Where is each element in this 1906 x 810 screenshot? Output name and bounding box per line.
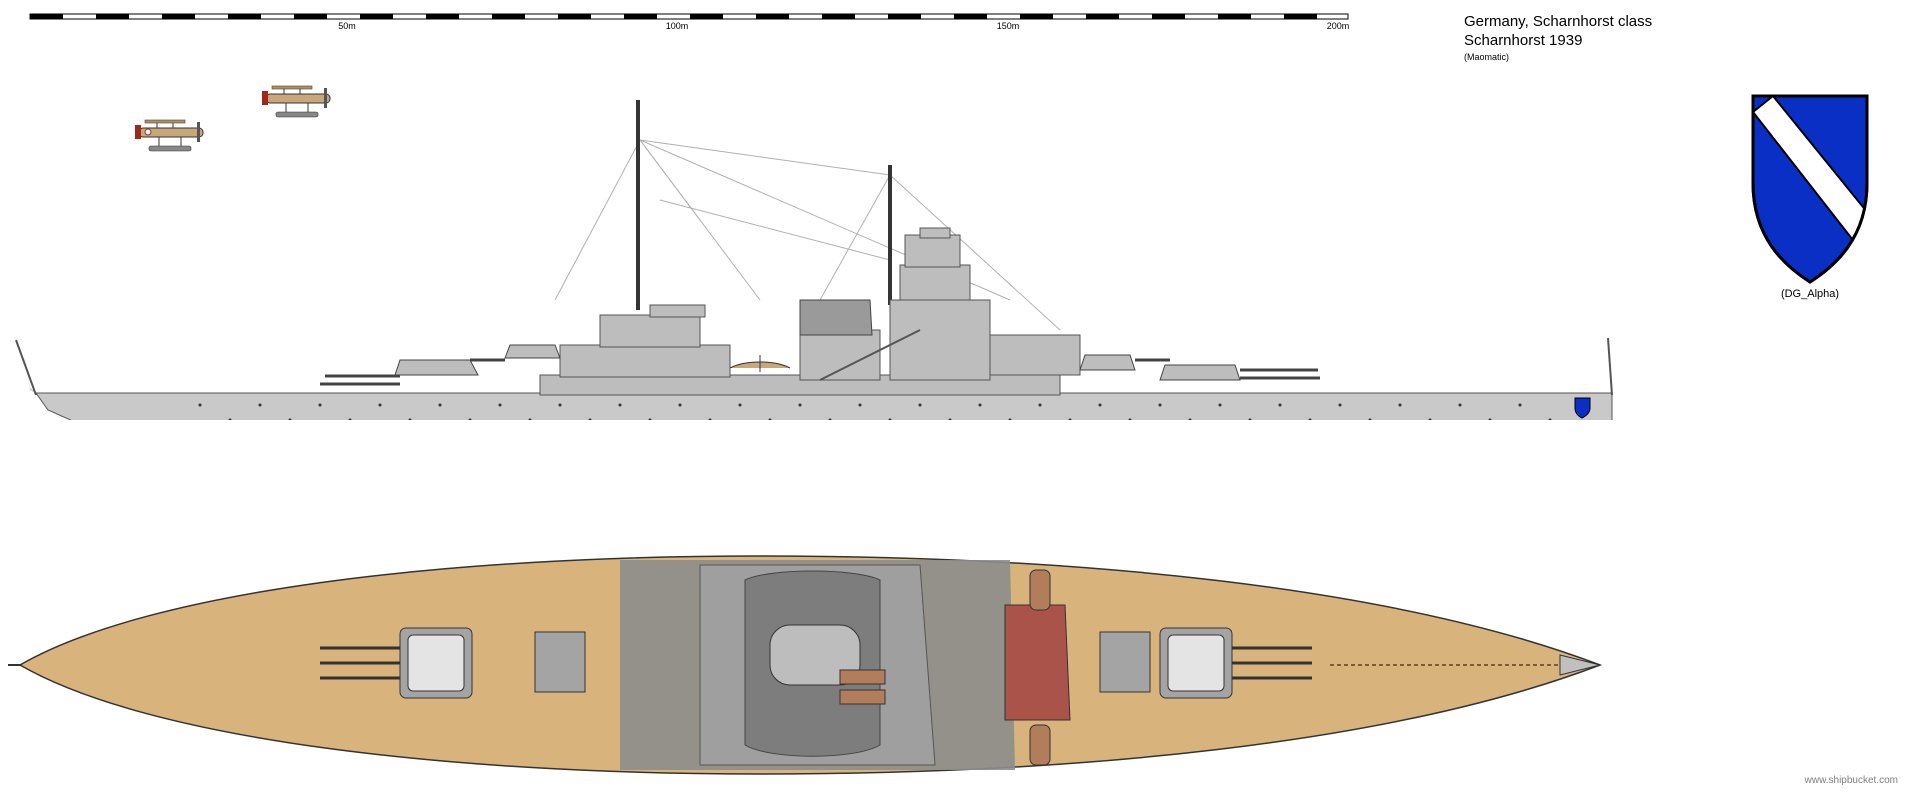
scale-bar — [29, 13, 1349, 20]
title-country-class: Germany, Scharnhorst class — [1464, 13, 1653, 30]
drawing-canvas: 50m 100m 150m 200m Germany, Scharnhorst … — [8, 12, 1898, 786]
title-ship-year: Scharnhorst 1939 — [1464, 32, 1583, 49]
scale-label-50: 50m — [338, 21, 356, 31]
scale-label-200: 200m — [1326, 21, 1350, 31]
watermark: www.shipbucket.com — [1804, 775, 1898, 786]
crest-icon — [1751, 94, 1869, 284]
title-block: Germany, Scharnhorst class Scharnhorst 1… — [1464, 12, 1652, 64]
ship-side-profile — [15, 100, 1613, 420]
crest-credit: (DG_Alpha) — [1780, 288, 1840, 300]
seaplane-2-icon — [262, 85, 331, 118]
scale-label-150: 150m — [996, 21, 1020, 31]
author-credit: (Maomatic) — [1464, 52, 1510, 62]
seaplane-1-icon — [135, 119, 204, 152]
scale-label-100: 100m — [665, 21, 689, 31]
ship-top-view — [8, 555, 1603, 775]
